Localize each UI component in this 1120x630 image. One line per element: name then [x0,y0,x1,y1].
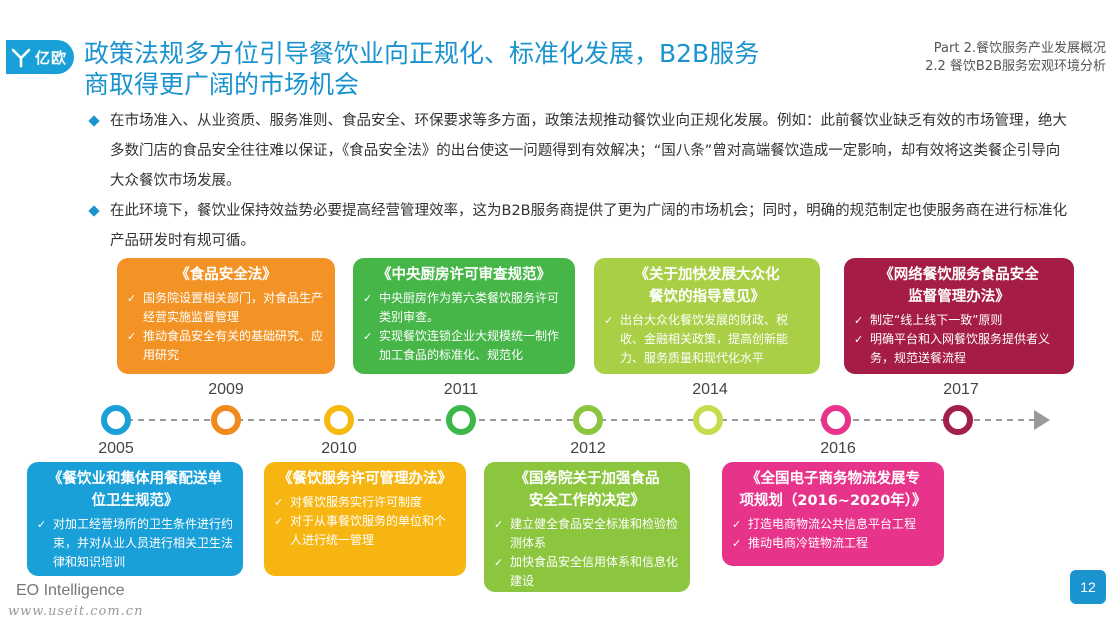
card-item: ✓建立健全食品安全标准和检验检测体系 [494,517,679,550]
footer-brand: EO Intelligence [16,582,125,599]
year-label: 2012 [570,440,606,457]
card-item: ✓对加工经营场所的卫生条件进行约束，并对从业人员进行相关卫生法律和知识培训 [37,517,234,569]
card-item: ✓加快食品安全信用体系和信息化建设 [494,555,679,588]
timeline-node [573,405,603,435]
checkmark-icon: ✓ [127,292,137,305]
bullet-item: 在此环境下，餐饮业保持效益势必要提高经营管理效率，这为B2B服务商提供了更为广阔… [88,196,1072,256]
checkmark-icon: ✓ [494,556,504,569]
intro-bullets: 在市场准入、从业资质、服务准则、食品安全、环保要求等多方面，政策法规推动餐饮业向… [88,106,1072,256]
card-title: 《国务院关于加强食品安全工作的决定》 [514,471,660,509]
card-state-council-food-safety: 《国务院关于加强食品安全工作的决定》 ✓建立健全食品安全标准和检验检测体系 ✓加… [484,462,690,592]
card-item: ✓打造电商物流公共信息平台工程 [732,515,934,534]
year-label: 2017 [943,381,979,398]
checkmark-icon: ✓ [604,314,614,327]
timeline-node [446,405,476,435]
card-item: ✓制定“线上线下一致”原则 [854,311,1064,330]
page-title-line1: 政策法规多方位引导餐饮业向正规化、标准化发展，B2B服务 [84,39,760,68]
page-title-line2: 商取得更广阔的市场机会 [84,70,360,99]
card-title: 《全国电子商务物流发展专项规划（2016~2020年）》 [739,471,927,509]
card-online-catering: 《网络餐饮服务食品安全监督管理办法》 ✓制定“线上线下一致”原则 ✓明确平台和入… [844,258,1074,374]
checkmark-icon: ✓ [363,292,373,305]
timeline-node [943,405,973,435]
card-title: 《关于加快发展大众化餐饮的指导意见》 [634,267,780,305]
card-item: ✓国务院设置相关部门，对食品生产经营实施监督管理 [127,291,324,324]
checkmark-icon: ✓ [37,518,47,531]
checkmark-icon: ✓ [274,496,284,509]
bullet-item: 在市场准入、从业资质、服务准则、食品安全、环保要求等多方面，政策法规推动餐饮业向… [88,106,1072,196]
checkmark-icon: ✓ [854,314,864,327]
card-item: ✓中央厨房作为第六类餐饮服务许可类别审查。 [363,291,560,324]
year-label: 2014 [692,381,728,398]
page-title: 政策法规多方位引导餐饮业向正规化、标准化发展，B2B服务 商取得更广阔的市场机会 [84,38,844,100]
card-item: ✓对于从事餐饮服务的单位和个人进行统一管理 [274,514,447,547]
page-number: 12 [1070,570,1106,604]
eo-logo-icon [11,48,31,68]
timeline-node [101,405,131,435]
card-title: 《中央厨房许可审查规范》 [377,267,551,283]
bullet-text: 在此环境下，餐饮业保持效益势必要提高经营管理效率，这为B2B服务商提供了更为广阔… [110,203,1068,249]
card-popular-catering: 《关于加快发展大众化餐饮的指导意见》 ✓出台大众化餐饮发展的财政、税收、金融相关… [594,258,820,374]
timeline-node [324,405,354,435]
timeline-node [693,405,723,435]
checkmark-icon: ✓ [494,518,504,531]
card-title: 《餐饮业和集体用餐配送单位卫生规范》 [48,471,222,509]
card-item: ✓实现餐饮连锁企业大规模统一制作加工食品的标准化、规范化 [363,329,560,362]
diamond-bullet-icon [88,115,100,127]
section-label: Part 2.餐饮服务产业发展概况 2.2 餐饮B2B服务宏观环境分析 [925,40,1106,76]
bullet-text: 在市场准入、从业资质、服务准则、食品安全、环保要求等多方面，政策法规推动餐饮业向… [110,113,1067,189]
year-label: 2009 [208,381,244,398]
checkmark-icon: ✓ [732,518,742,531]
card-catering-hygiene: 《餐饮业和集体用餐配送单位卫生规范》 ✓对加工经营场所的卫生条件进行约束，并对从… [27,462,243,576]
card-ecommerce-logistics: 《全国电子商务物流发展专项规划（2016~2020年）》 ✓打造电商物流公共信息… [722,462,944,566]
checkmark-icon: ✓ [732,537,742,550]
card-food-safety-law: 《食品安全法》 ✓国务院设置相关部门，对食品生产经营实施监督管理 ✓推动食品安全… [117,258,335,374]
logo-text: 亿欧 [35,48,68,67]
card-central-kitchen: 《中央厨房许可审查规范》 ✓中央厨房作为第六类餐饮服务许可类别审查。 ✓实现餐饮… [353,258,575,374]
checkmark-icon: ✓ [274,515,284,528]
card-catering-license: 《餐饮服务许可管理办法》 ✓对餐饮服务实行许可制度 ✓对于从事餐饮服务的单位和个… [264,462,466,576]
card-item: ✓明确平台和入网餐饮服务提供者义务，规范送餐流程 [854,332,1051,365]
card-item: ✓出台大众化餐饮发展的财政、税收、金融相关政策，提高创新能力、服务质量和现代化水… [604,313,789,365]
card-item: ✓推动食品安全有关的基础研究、应用研究 [127,329,324,362]
card-item: ✓推动电商冷链物流工程 [732,534,934,553]
footer-url: www.useit.com.cn [8,604,144,619]
year-label: 2010 [321,440,357,457]
timeline-node [211,405,241,435]
card-title: 《食品安全法》 [175,267,277,283]
eo-logo: 亿欧 [6,40,74,74]
card-title: 《网络餐饮服务食品安全监督管理办法》 [879,267,1039,305]
year-label: 2005 [98,440,134,457]
diamond-bullet-icon [88,205,100,217]
checkmark-icon: ✓ [127,330,137,343]
card-title: 《餐饮服务许可管理办法》 [278,471,452,487]
checkmark-icon: ✓ [363,330,373,343]
year-label: 2011 [443,381,479,398]
year-label: 2016 [820,440,856,457]
card-item: ✓对餐饮服务实行许可制度 [274,493,456,512]
section-part: Part 2.餐饮服务产业发展概况 [933,41,1106,56]
timeline-node [821,405,851,435]
section-subpart: 2.2 餐饮B2B服务宏观环境分析 [925,59,1106,74]
timeline-arrow-icon [1034,410,1050,430]
checkmark-icon: ✓ [854,333,864,346]
